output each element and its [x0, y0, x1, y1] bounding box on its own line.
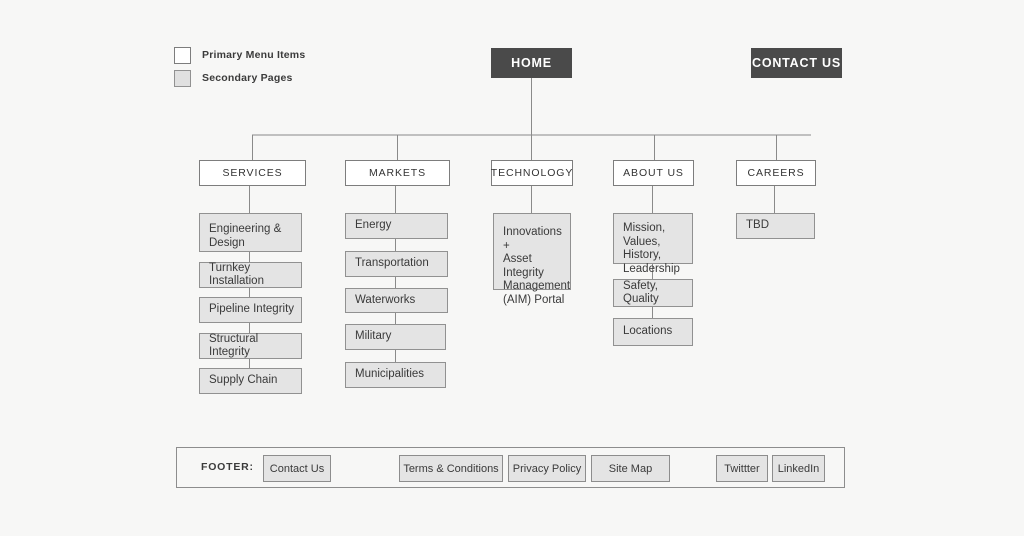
node-services-turnkey-installation[interactable]: Turnkey Installation	[199, 262, 302, 288]
node-services-pipeline-integrity[interactable]: Pipeline Integrity	[199, 297, 302, 323]
footer-button-privacy-policy[interactable]: Privacy Policy	[508, 455, 586, 482]
footer-bar: FOOTER: Contact Us Terms & Conditions Pr…	[176, 447, 845, 488]
node-about-us[interactable]: ABOUT US	[613, 160, 694, 186]
node-careers[interactable]: CAREERS	[736, 160, 816, 186]
node-home[interactable]: HOME	[491, 48, 572, 78]
legend-label-primary: Primary Menu Items	[202, 49, 306, 61]
node-about-locations[interactable]: Locations	[613, 318, 693, 346]
node-about-safety-quality[interactable]: Safety, Quality	[613, 279, 693, 307]
node-markets-transportation[interactable]: Transportation	[345, 251, 448, 277]
footer-button-linkedin[interactable]: LinkedIn	[772, 455, 825, 482]
node-about-mission-values[interactable]: Mission,Values, History,Leadership	[613, 213, 693, 275]
node-careers-tbd[interactable]: TBD	[736, 213, 815, 239]
footer-button-terms-conditions[interactable]: Terms & Conditions	[399, 455, 503, 482]
node-services-supply-chain[interactable]: Supply Chain	[199, 368, 302, 394]
footer-button-twitter[interactable]: Twittter	[716, 455, 768, 482]
footer-button-site-map[interactable]: Site Map	[591, 455, 670, 482]
legend-item-primary: Primary Menu Items	[174, 44, 305, 66]
node-markets[interactable]: MARKETS	[345, 160, 450, 186]
legend-label-secondary: Secondary Pages	[202, 72, 293, 84]
node-contact-us[interactable]: CONTACT US	[751, 48, 842, 78]
legend-item-secondary: Secondary Pages	[174, 67, 305, 89]
node-markets-military[interactable]: Military	[345, 324, 446, 350]
footer-button-contact-us[interactable]: Contact Us	[263, 455, 331, 482]
node-technology[interactable]: TECHNOLOGY	[491, 160, 573, 186]
white-square-icon	[174, 46, 191, 64]
node-markets-energy[interactable]: Energy	[345, 213, 448, 239]
node-markets-municipalities[interactable]: Municipalities	[345, 362, 446, 388]
node-services[interactable]: SERVICES	[199, 160, 306, 186]
node-markets-waterworks[interactable]: Waterworks	[345, 288, 448, 313]
legend: Primary Menu Items Secondary Pages	[174, 44, 305, 90]
node-services-engineering-design[interactable]: Engineering &Design	[199, 213, 302, 252]
node-services-structural-integrity[interactable]: Structural Integrity	[199, 333, 302, 359]
footer-label: FOOTER:	[201, 461, 254, 473]
gray-square-icon	[174, 69, 191, 87]
